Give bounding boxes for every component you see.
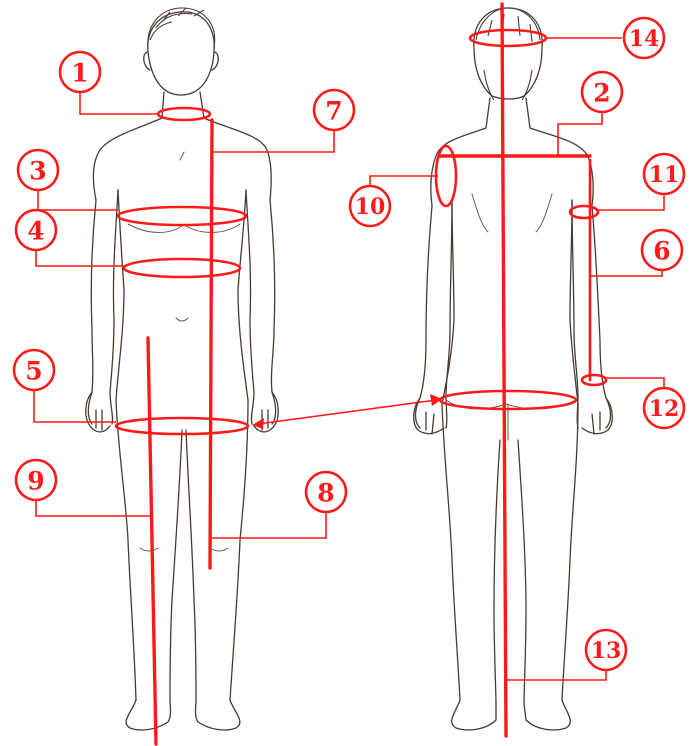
- leader-4: [36, 246, 124, 266]
- front-feet: [126, 700, 240, 730]
- svg-text:7: 7: [325, 97, 342, 126]
- head-circumference-line: [470, 30, 546, 46]
- leader-1: [80, 88, 158, 114]
- svg-text:14: 14: [629, 26, 660, 52]
- leader-11: [598, 192, 664, 210]
- front-torso-outline: [93, 118, 271, 200]
- back-neck: [486, 98, 530, 128]
- inseam-line: [148, 338, 156, 744]
- leader-5: [34, 386, 116, 422]
- badge-8: 8: [306, 472, 346, 512]
- badge-7: 7: [314, 90, 354, 130]
- leader-2: [558, 108, 602, 156]
- front-length-line: [210, 120, 212, 568]
- bicep-circumference-line: [570, 206, 598, 218]
- svg-text:11: 11: [649, 162, 680, 188]
- badge-5: 5: [14, 350, 54, 390]
- front-arm-left: [88, 190, 118, 424]
- svg-text:5: 5: [25, 357, 42, 386]
- badge-9: 9: [16, 460, 56, 500]
- back-hair: [476, 8, 540, 100]
- svg-text:4: 4: [27, 217, 44, 246]
- front-head-outline: [148, 12, 214, 95]
- svg-text:13: 13: [591, 638, 622, 664]
- number-badges: 1 2 3 4 5 6 7: [14, 18, 684, 670]
- leader-13: [506, 668, 606, 680]
- hip-link-arrow: [258, 400, 436, 424]
- badge-11: 11: [644, 154, 684, 194]
- front-chest-detail: [128, 152, 240, 321]
- waist-circumference-line: [124, 259, 240, 277]
- back-arm-left: [416, 200, 453, 428]
- leader-12: [606, 378, 664, 390]
- front-arm-right: [246, 190, 276, 424]
- back-feet: [452, 700, 571, 730]
- front-figure: [86, 8, 279, 730]
- leader-7: [212, 126, 334, 152]
- leader-9: [36, 496, 150, 516]
- front-legs: [116, 400, 248, 700]
- svg-text:9: 9: [27, 467, 44, 496]
- badge-3: 3: [18, 150, 58, 190]
- svg-text:6: 6: [653, 237, 670, 266]
- badge-2: 2: [582, 72, 622, 112]
- leader-3: [38, 186, 118, 210]
- back-legs: [442, 404, 578, 704]
- neck-circumference-line: [158, 108, 210, 120]
- badge-13: 13: [586, 630, 626, 670]
- svg-text:1: 1: [71, 59, 88, 88]
- svg-text:2: 2: [593, 79, 610, 108]
- leader-10: [370, 176, 438, 188]
- badge-6: 6: [642, 230, 682, 270]
- hip-link-arrowhead-left: [252, 418, 264, 429]
- badge-12: 12: [644, 388, 684, 428]
- badge-4: 4: [16, 210, 56, 250]
- badge-10: 10: [350, 186, 390, 226]
- back-figure: [414, 8, 613, 730]
- front-neck: [162, 92, 204, 118]
- back-shoulder-blades: [472, 194, 552, 232]
- leader-8: [212, 508, 326, 538]
- svg-text:10: 10: [355, 194, 386, 220]
- svg-text:8: 8: [317, 479, 334, 508]
- height-line: [502, 4, 506, 736]
- badge-1: 1: [60, 52, 100, 92]
- front-hand-left: [86, 392, 110, 432]
- badge-14: 14: [624, 18, 664, 58]
- chest-circumference-line: [118, 207, 246, 225]
- front-hair: [148, 8, 215, 48]
- svg-text:3: 3: [29, 157, 46, 186]
- measurement-lines: [116, 4, 606, 744]
- back-torso-sides: [442, 200, 578, 404]
- svg-text:12: 12: [649, 396, 680, 422]
